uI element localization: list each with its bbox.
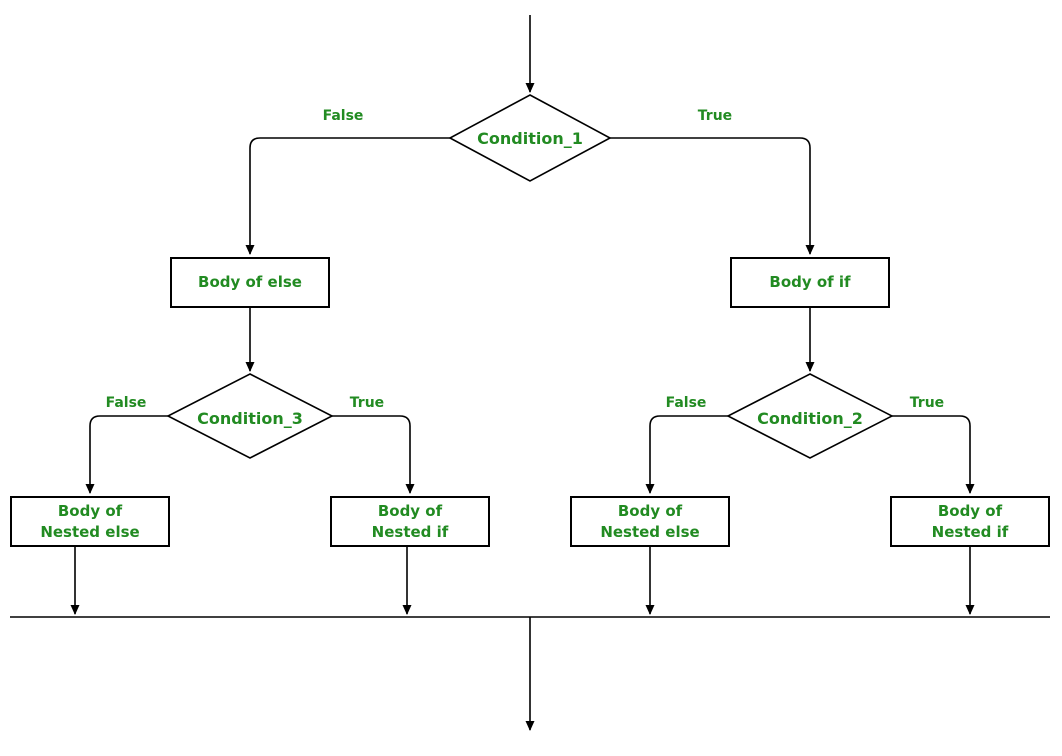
process-label-nested-if-right: Body of Nested if [932, 501, 1009, 543]
decision-shape-condition-1 [448, 94, 612, 182]
decision-shape-condition-2 [726, 373, 894, 459]
process-label-nested-else-right: Body of Nested else [600, 501, 699, 543]
label-line-1: Body of [937, 501, 1003, 520]
decision-label-condition-2: Condition_2 [757, 409, 863, 428]
label-line-1: Body of [377, 501, 443, 520]
process-box-nested-else-left: Body of Nested else [10, 496, 170, 547]
process-label-body-of-if: Body of if [769, 273, 851, 291]
edge-condition-2-false [645, 415, 728, 494]
process-box-nested-if-right: Body of Nested if [890, 496, 1050, 547]
edge-condition-2-true [892, 415, 975, 494]
process-box-body-of-if: Body of if [730, 257, 890, 308]
branch-label-condition-3-true: True [349, 395, 385, 411]
decision-label-condition-1: Condition_1 [477, 129, 583, 148]
process-box-nested-if-left: Body of Nested if [330, 496, 490, 547]
process-box-nested-else-right: Body of Nested else [570, 496, 730, 547]
edge-condition-3-true [332, 415, 415, 494]
edge-condition-1-true [610, 137, 815, 255]
label-line-2: Nested if [931, 522, 1009, 541]
branch-label-condition-2-true: True [909, 395, 945, 411]
process-box-body-of-else: Body of else [170, 257, 330, 308]
process-label-nested-else-left: Body of Nested else [40, 501, 139, 543]
label-line-2: Nested else [40, 522, 140, 541]
label-line-2: Nested else [600, 522, 700, 541]
branch-label-condition-2-false: False [665, 395, 707, 411]
decision-shape-condition-3 [166, 373, 334, 459]
process-label-nested-if-left: Body of Nested if [372, 501, 449, 543]
branch-label-condition-1-true: True [697, 108, 733, 124]
branch-label-condition-3-false: False [105, 395, 147, 411]
label-line-1: Body of [57, 501, 123, 520]
process-label-body-of-else: Body of else [198, 273, 302, 291]
label-line-1: Body of [617, 501, 683, 520]
edge-condition-1-false [245, 137, 450, 255]
decision-label-condition-3: Condition_3 [197, 409, 303, 428]
label-line-2: Nested if [371, 522, 449, 541]
edge-condition-3-false [85, 415, 168, 494]
branch-label-condition-1-false: False [322, 108, 364, 124]
